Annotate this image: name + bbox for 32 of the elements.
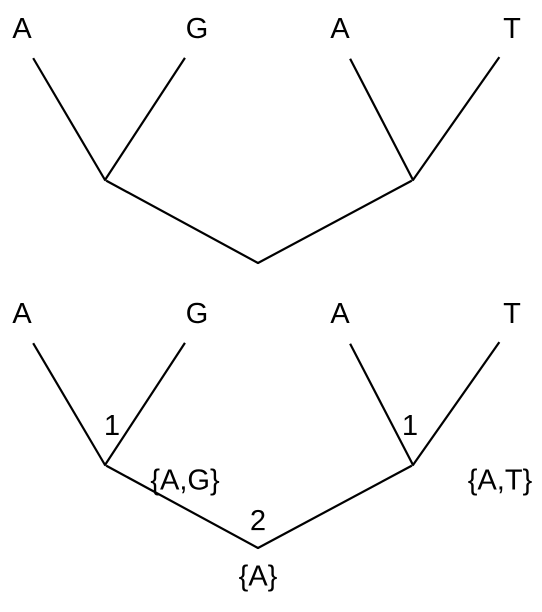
leaf-label: A [330,303,350,323]
branch-line [32,58,106,181]
leaf-label: G [187,302,206,324]
branch-point [104,464,106,466]
leaf-label: A [12,18,32,38]
leaf-label: T [504,18,520,38]
branch-line [412,56,500,181]
branch-line [257,180,412,264]
leaf-label: A [330,18,350,38]
cost-label: 1 [404,415,417,435]
cost-label: 1 [106,415,119,435]
branch-line [104,342,186,466]
branch-point [412,178,414,182]
branch-line [349,343,414,466]
leaf-label: A [12,303,32,323]
branch-line [349,58,414,180]
cost-label: 2 [251,510,265,530]
state-set-label: {A,G} [150,468,220,496]
branch-point [412,464,414,466]
branch-point [256,262,260,264]
branch-line [412,342,500,466]
state-set-label: {A} [239,564,277,592]
branch-line [32,342,106,466]
branch-line [104,57,186,181]
branch-line [106,180,259,264]
leaf-label: G [187,18,206,38]
leaf-label: T [504,303,520,323]
branch-line [106,464,259,549]
branch-point [104,178,106,182]
state-set-label: {A,T} [468,468,532,496]
branch-point [256,546,260,550]
branch-line [257,464,412,549]
